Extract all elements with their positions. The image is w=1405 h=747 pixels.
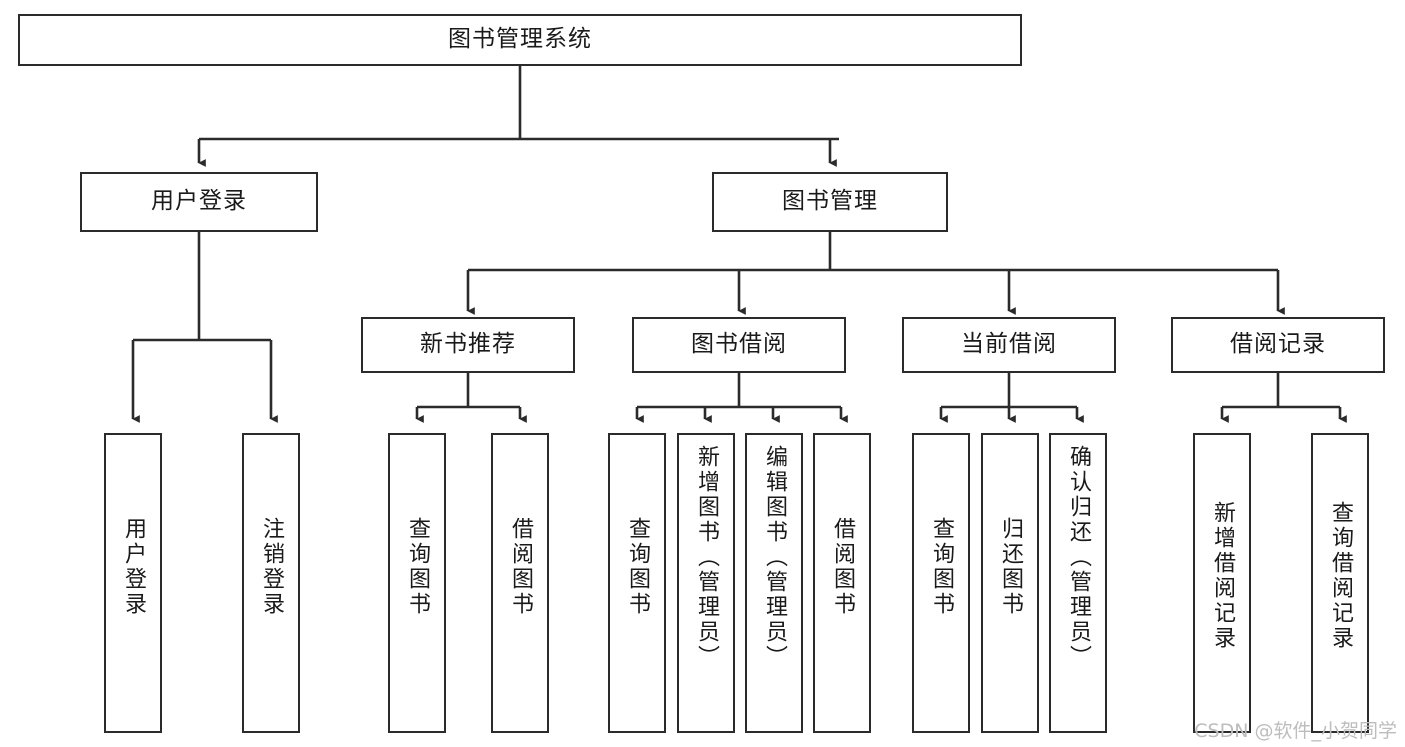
leaf-query-borrow-record[interactable]: 查询借阅记录 [1311, 433, 1369, 733]
leaf-query-book-borrow[interactable]: 查询图书 [608, 433, 666, 733]
node-label: 用户登录 [151, 188, 247, 215]
node-label: 确认归还（管理员） [1066, 445, 1091, 670]
node-label: 查询图书 [405, 517, 430, 617]
node-label: 查询图书 [625, 517, 650, 617]
node-label: 编辑图书（管理员） [762, 445, 787, 670]
leaf-borrow-book-borrow[interactable]: 借阅图书 [813, 433, 871, 733]
node-current-borrow[interactable]: 当前借阅 [902, 317, 1116, 373]
node-borrow-record[interactable]: 借阅记录 [1171, 317, 1385, 373]
node-label: 查询借阅记录 [1328, 501, 1353, 651]
node-label: 当前借阅 [961, 331, 1057, 358]
leaf-edit-book-admin[interactable]: 编辑图书（管理员） [745, 433, 803, 733]
node-label: 图书管理系统 [448, 26, 592, 53]
node-label: 新书推荐 [420, 331, 516, 358]
leaf-borrow-book-newbook[interactable]: 借阅图书 [491, 433, 549, 733]
node-label: 用户登录 [121, 517, 146, 617]
node-label: 借阅图书 [830, 517, 855, 617]
node-label: 图书管理 [782, 188, 878, 215]
leaf-query-book-newbook[interactable]: 查询图书 [388, 433, 446, 733]
leaf-return-book[interactable]: 归还图书 [981, 433, 1039, 733]
node-new-book-recommend[interactable]: 新书推荐 [361, 317, 575, 373]
leaf-logout[interactable]: 注销登录 [242, 433, 300, 733]
node-label: 图书借阅 [691, 331, 787, 358]
node-user-login[interactable]: 用户登录 [80, 172, 318, 232]
leaf-add-book-admin[interactable]: 新增图书（管理员） [677, 433, 735, 733]
leaf-add-borrow-record[interactable]: 新增借阅记录 [1193, 433, 1251, 733]
node-label: 新增借阅记录 [1210, 501, 1235, 651]
node-label: 归还图书 [998, 517, 1023, 617]
node-root-book-management-system[interactable]: 图书管理系统 [18, 14, 1022, 66]
node-book-management[interactable]: 图书管理 [712, 172, 948, 232]
leaf-query-book-current[interactable]: 查询图书 [912, 433, 970, 733]
node-label: 借阅图书 [508, 517, 533, 617]
node-label: 借阅记录 [1230, 331, 1326, 358]
node-book-borrow[interactable]: 图书借阅 [632, 317, 846, 373]
node-label: 查询图书 [929, 517, 954, 617]
leaf-confirm-return-admin[interactable]: 确认归还（管理员） [1049, 433, 1107, 733]
leaf-user-login[interactable]: 用户登录 [104, 433, 162, 733]
node-label: 注销登录 [259, 517, 284, 617]
node-label: 新增图书（管理员） [694, 445, 719, 670]
